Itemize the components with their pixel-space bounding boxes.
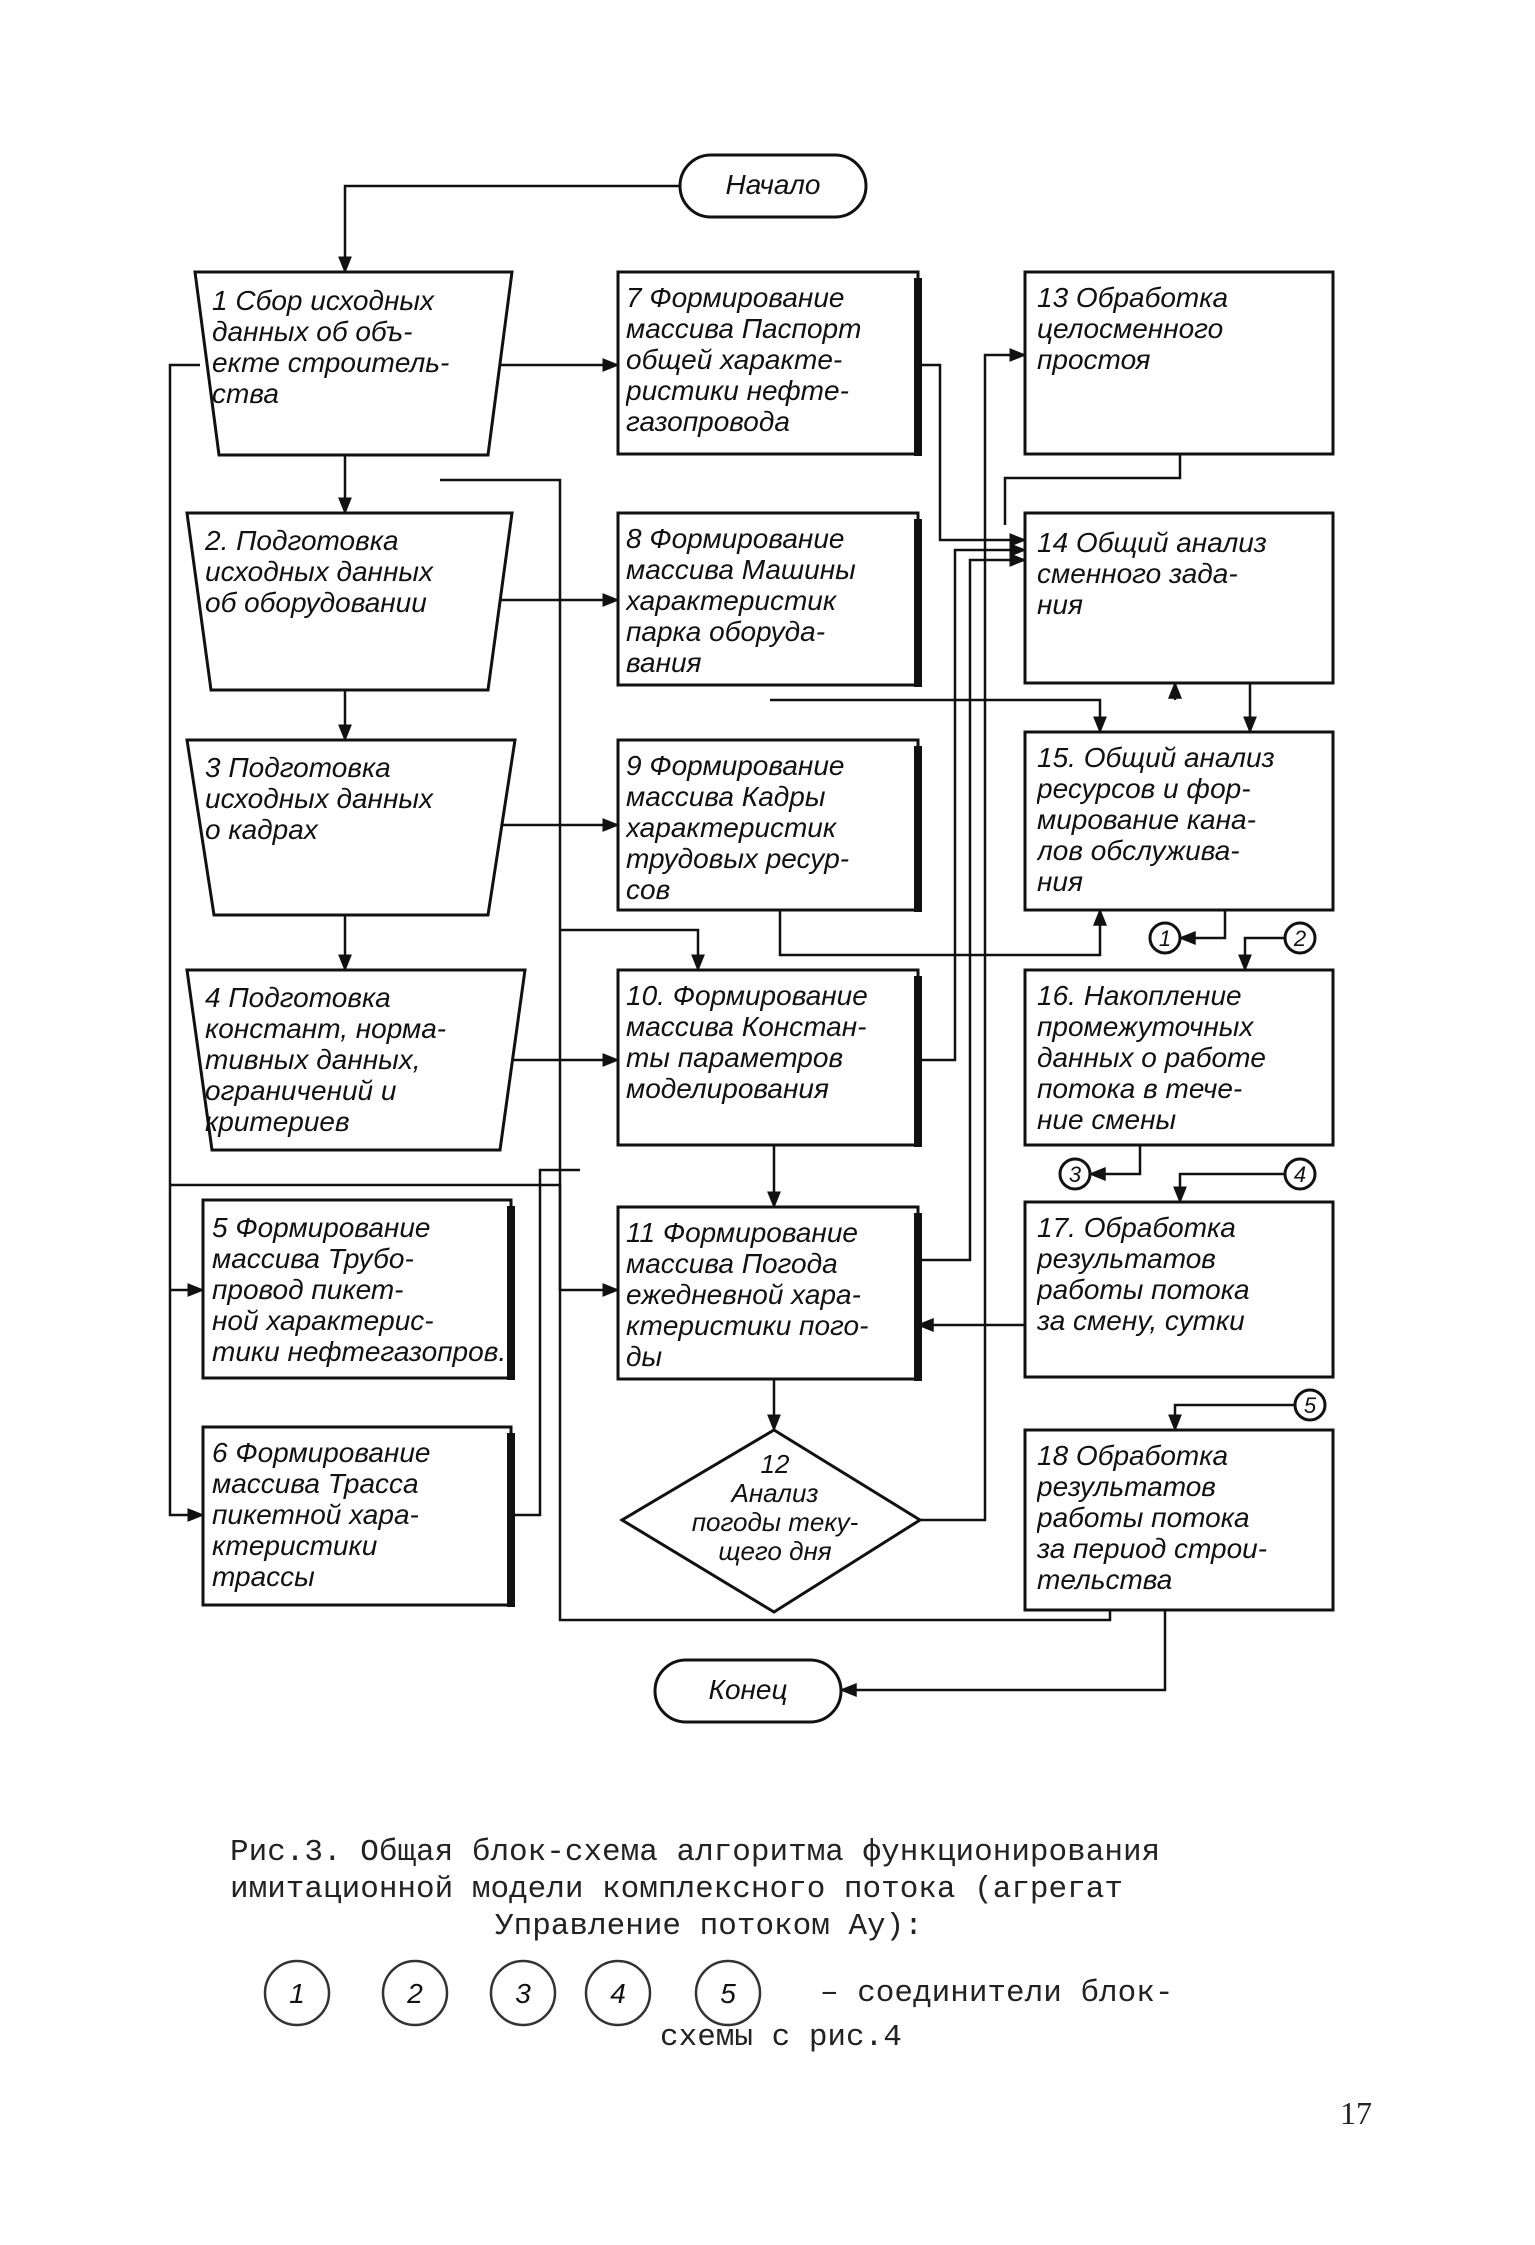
connector-2-label: 2 — [1293, 926, 1307, 951]
block-18-label: 18 Обработка результатов работы потока з… — [1037, 1440, 1268, 1595]
caption-line-1: Рис.3. Общая блок-схема алгоритма функци… — [230, 1835, 1161, 1870]
block-1-label: 1 Сбор исходных данных об объ- екте стро… — [212, 285, 450, 409]
block-15-label: 15. Общий анализ ресурсов и фор- мирован… — [1037, 742, 1275, 897]
block-9-label: 9 Формирование массива Кадры характерист… — [626, 750, 850, 905]
legend-connector-3: 3 — [515, 1978, 531, 2009]
legend-circles — [263, 1959, 762, 2027]
block-16-shape — [1023, 968, 1335, 1147]
block-12-shape — [619, 1428, 923, 1614]
block-3-label: 3 Подготовка исходных данных о кадрах — [205, 752, 433, 845]
block-7-label: 7 Формирование массива Паспорт общей хар… — [626, 282, 862, 437]
connector-4-label: 4 — [1293, 1162, 1307, 1187]
connector-3-label: 3 — [1068, 1162, 1082, 1187]
block-11-label: 11 Формирование массива Погода ежедневно… — [626, 1217, 869, 1372]
block-2-label: 2. Подготовка исходных данных об оборудо… — [205, 525, 433, 618]
block-4-label: 4 Подготовка констант, норма- тивных дан… — [205, 982, 447, 1137]
legend-connector-4: 4 — [610, 1978, 626, 2009]
block-1-shape — [193, 270, 514, 457]
legend-text-2: схемы с рис.4 — [660, 2020, 902, 2055]
connector-5-label: 5 — [1303, 1393, 1317, 1418]
block-4-shape — [185, 968, 527, 1152]
legend-connector-1: 1 — [289, 1978, 305, 2009]
end-label: Конец — [708, 1674, 788, 1705]
block-16-label: 16. Накопление промежуточных данных о ра… — [1037, 980, 1266, 1135]
caption-line-3: Управление потоком Aу): — [495, 1909, 923, 1944]
flow-lines — [168, 184, 1295, 1697]
page-number: 17 — [1340, 2095, 1372, 2131]
block-2-shape — [185, 511, 514, 692]
legend-connector-5: 5 — [720, 1978, 736, 2009]
block-3-shape — [185, 738, 517, 917]
block-14-label: 14 Общий анализ сменного зада- ния — [1037, 527, 1267, 620]
block-5-label: 5 Формирование массива Трубо- провод пик… — [212, 1212, 507, 1367]
legend-connector-2: 2 — [407, 1978, 423, 2009]
block-13-label: 13 Обработка целосменного простоя — [1037, 282, 1229, 375]
block-8-label: 8 Формирование массива Машины характерис… — [626, 523, 856, 678]
block-10-label: 10. Формирование массива Констан- ты пар… — [626, 980, 868, 1104]
connector-1-label: 1 — [1158, 926, 1172, 951]
legend-text: – соединители блок- — [820, 1976, 1174, 2011]
start-label: Начало — [725, 169, 821, 200]
block-15-shape — [1023, 730, 1335, 912]
block-17-label: 17. Обработка результатов работы потока … — [1037, 1212, 1250, 1336]
block-12-label: 12 Анализ погоды теку- щего дня — [691, 1450, 859, 1566]
block-6-label: 6 Формирование массива Трасса пикетной х… — [212, 1437, 431, 1592]
caption-line-2: имитационной модели комплексного потока … — [230, 1872, 1123, 1907]
